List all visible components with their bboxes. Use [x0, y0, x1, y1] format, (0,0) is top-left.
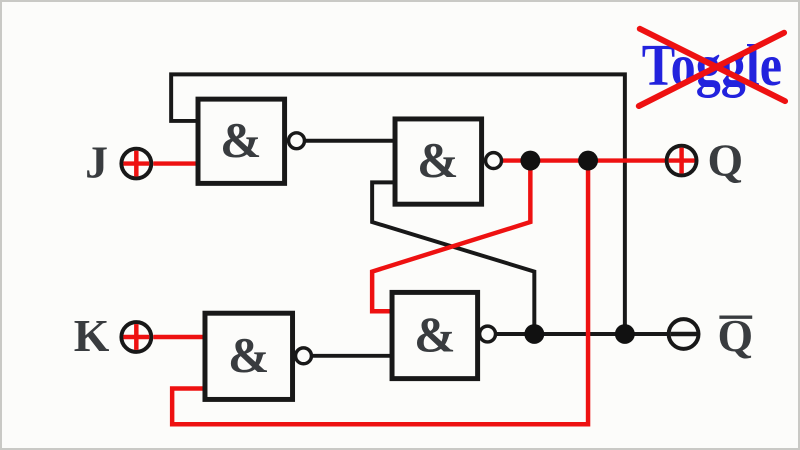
input-label-j: J: [85, 137, 108, 188]
nand-gate-1-box: [195, 96, 288, 186]
inverter-bubble-icon: [293, 346, 314, 366]
inverter-bubble-icon: [286, 131, 307, 151]
nand-gate-4-box: [389, 289, 481, 382]
output-terminal-qbar: Q: [666, 310, 753, 361]
wire-q-cross-to-gate4: [369, 160, 533, 314]
nand-gate-3-box: [202, 310, 296, 402]
input-terminal-k: K: [74, 310, 154, 361]
input-terminal-j: J: [85, 137, 154, 188]
junction-dot: [578, 150, 599, 171]
output-label-q: Q: [708, 135, 744, 186]
inverter-bubble-icon: [483, 150, 504, 171]
wire-q-feedback-to-gate3: [169, 160, 591, 427]
nand-gate-3-symbol: &: [228, 328, 269, 383]
nand-gate-2-box: [392, 116, 485, 207]
inverter-bubble-icon: [477, 324, 498, 344]
wire-qbar-cross-to-gate2: [370, 180, 537, 335]
nand-gate-1-symbol: &: [220, 113, 261, 168]
cross-out-icon: [636, 25, 789, 105]
input-label-k: K: [74, 310, 110, 361]
junction-dot: [614, 324, 635, 344]
output-terminal-q: Q: [664, 135, 744, 186]
nand-gate-4-symbol: &: [414, 307, 455, 362]
toggle-annotation: Toggle: [635, 25, 789, 110]
cross-out-icon: [635, 29, 788, 110]
junction-dot: [520, 150, 541, 171]
junction-dot: [524, 324, 545, 344]
nand-gate-2-symbol: &: [417, 133, 458, 188]
